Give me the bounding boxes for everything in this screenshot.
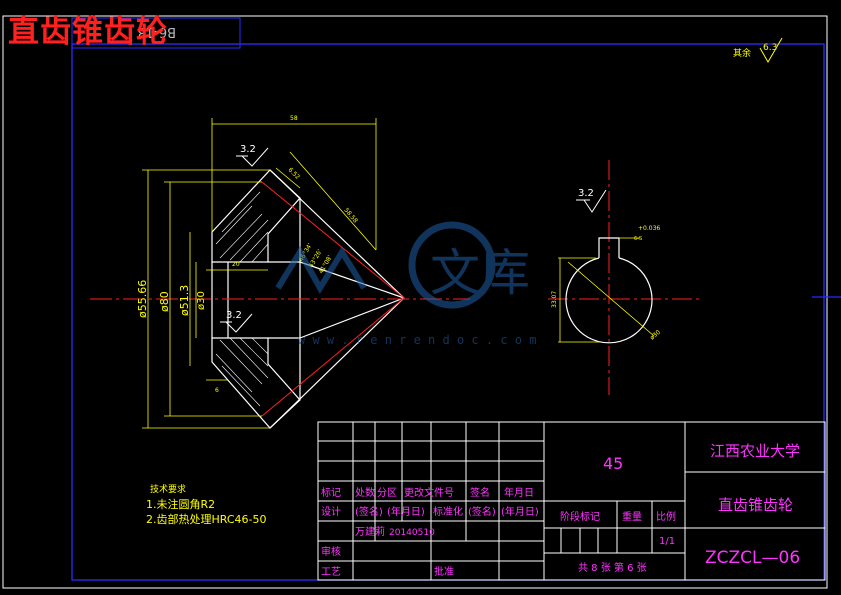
design-cell: (年月日) [501,505,539,518]
sheet-count: 共 8 张 第 6 张 [578,561,647,574]
dim-top-width: 58 [290,115,298,122]
corner-label: B6-13 [138,24,176,39]
header-cell: 年月日 [504,486,534,499]
scale-value: 1/1 [659,536,675,547]
tech-req-heading: 技术要求 [150,483,186,495]
dim-d4: ø30 [196,291,207,310]
roughness-other-symbol [759,37,783,63]
outer-frame [2,15,828,589]
tech-req-line2: 2.齿部热处理HRC46-50 [146,512,267,526]
tech-req-line1: 1.未注圆角R2 [146,497,215,511]
watermark: 文库 w w w . r e n r e n d o c . c o m [275,221,536,347]
header-cell: 标记 [321,487,341,499]
dim-d3: ø51.3 [178,285,191,316]
process-label: 工艺 [321,566,341,578]
roughness-other-value: 6.3 [763,43,777,53]
watermark-logo-icon [275,246,367,294]
dim-d1: ø55.66 [136,280,149,318]
designer-name: 万建莉 [355,525,385,538]
roughness-right-value: 3.2 [578,188,594,199]
design-cell: 标准化 [433,505,463,518]
roughness-top-value: 3.2 [240,144,256,155]
header-row: 标记 处数 分区 更改文件号 签名 年月日 [321,486,534,499]
review-label: 审核 [321,545,341,558]
title-block-grid [317,421,826,581]
header-cell: 分区 [377,487,397,499]
header-cell: 处数 [355,486,375,499]
design-date: 20140510 [389,528,435,538]
school-name: 江西农业大学 [710,442,800,460]
keyway-depth: 33.07 [551,291,558,308]
scale-label: 比例 [656,510,676,523]
part-name: 直齿锥齿轮 [718,496,793,514]
corner-label-box [71,17,241,49]
header-cell: 更改文件号 [404,486,454,499]
pitch-lines [90,181,470,417]
header-cell: 签名 [470,486,490,499]
design-cell: (签名) [468,505,496,518]
keyway-view [548,160,700,395]
design-cell: 设计 [321,505,341,518]
dim-small-step: 6 [215,387,219,394]
keyway-tol2: 6-S [634,236,642,242]
circle-dia: ø30 [649,329,662,342]
drawing-number: ZCZCL—06 [705,548,800,568]
watermark-text: 文库 [430,244,530,302]
material: 45 [603,454,623,473]
dim-cone-len: 58.58 [342,207,359,225]
watermark-title: 直齿锥齿轮 [8,14,168,50]
roughness-symbol-bottom [220,313,253,333]
gear-dimensions [142,118,377,429]
roughness-bottom-value: 3.2 [226,310,242,321]
roughness-symbol-right [576,189,607,213]
roughness-symbol-top [236,147,269,167]
roughness-other-prefix: 其余 [733,47,751,59]
design-cell: (签名) [355,505,383,518]
section-hatching [215,191,269,407]
dim-d2: ø80 [158,291,171,312]
watermark-url: w w w . r e n r e n d o c . c o m [298,333,536,347]
weight-label: 重量 [622,510,642,523]
dim-bore-len: 20 [232,261,240,268]
design-cell: (年月日) [387,505,425,518]
approve-label: 批准 [434,565,454,578]
keyway-tol1: +0.036 [638,225,660,232]
stage-label: 阶段标记 [560,510,600,523]
design-row: 设计 (签名) (年月日) 标准化 (签名) (年月日) [321,505,539,518]
